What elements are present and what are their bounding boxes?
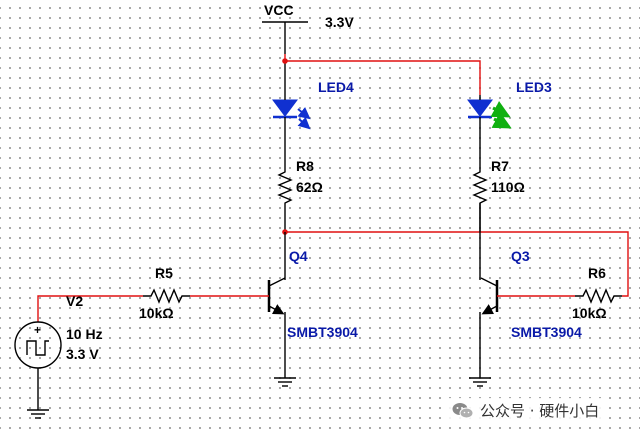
q4-ref: Q4 [289, 248, 308, 264]
q4-transistor [267, 277, 286, 378]
watermark-text: 公众号 · 硬件小白 [480, 402, 600, 420]
q3-transistor [479, 277, 499, 378]
led3 [467, 95, 512, 165]
vcc-net-label: VCC [264, 2, 294, 18]
r5-ref: R5 [155, 265, 173, 281]
vcc-voltage: 3.3V [325, 14, 354, 30]
v2-source: + [14, 321, 62, 410]
ground-q4 [274, 377, 296, 387]
wire-cross-coupling [282, 229, 629, 297]
r5-resistor [143, 288, 190, 304]
v2-to-r5-wire [37, 295, 143, 322]
r7-ref: R7 [491, 158, 509, 174]
r7-resistor [472, 165, 488, 232]
r6-resistor [575, 288, 622, 304]
q3-part: SMBT3904 [511, 324, 582, 340]
v2-ref: V2 [66, 293, 83, 309]
v2-amplitude: 3.3 V [66, 346, 99, 362]
r8-value: 62Ω [296, 179, 323, 195]
r8-ref: R8 [296, 158, 314, 174]
r6-value: 10kΩ [572, 305, 607, 321]
svg-text:+: + [34, 323, 41, 337]
ground-v2 [27, 409, 49, 419]
ground-q3 [469, 377, 491, 387]
wechat-icon [452, 402, 474, 420]
r7-value: 110Ω [491, 179, 525, 195]
q3-ref: Q3 [511, 248, 530, 264]
wire-top-rail [282, 54, 481, 95]
q4-part: SMBT3904 [287, 324, 358, 340]
watermark: 公众号 · 硬件小白 [448, 398, 604, 423]
v2-frequency: 10 Hz [66, 326, 103, 342]
led4 [272, 95, 311, 165]
r5-value: 10kΩ [139, 305, 174, 321]
led4-label: LED4 [318, 79, 354, 95]
led3-label: LED3 [516, 79, 552, 95]
r8-resistor [277, 165, 293, 232]
vcc-symbol [262, 21, 308, 54]
r6-ref: R6 [588, 265, 606, 281]
